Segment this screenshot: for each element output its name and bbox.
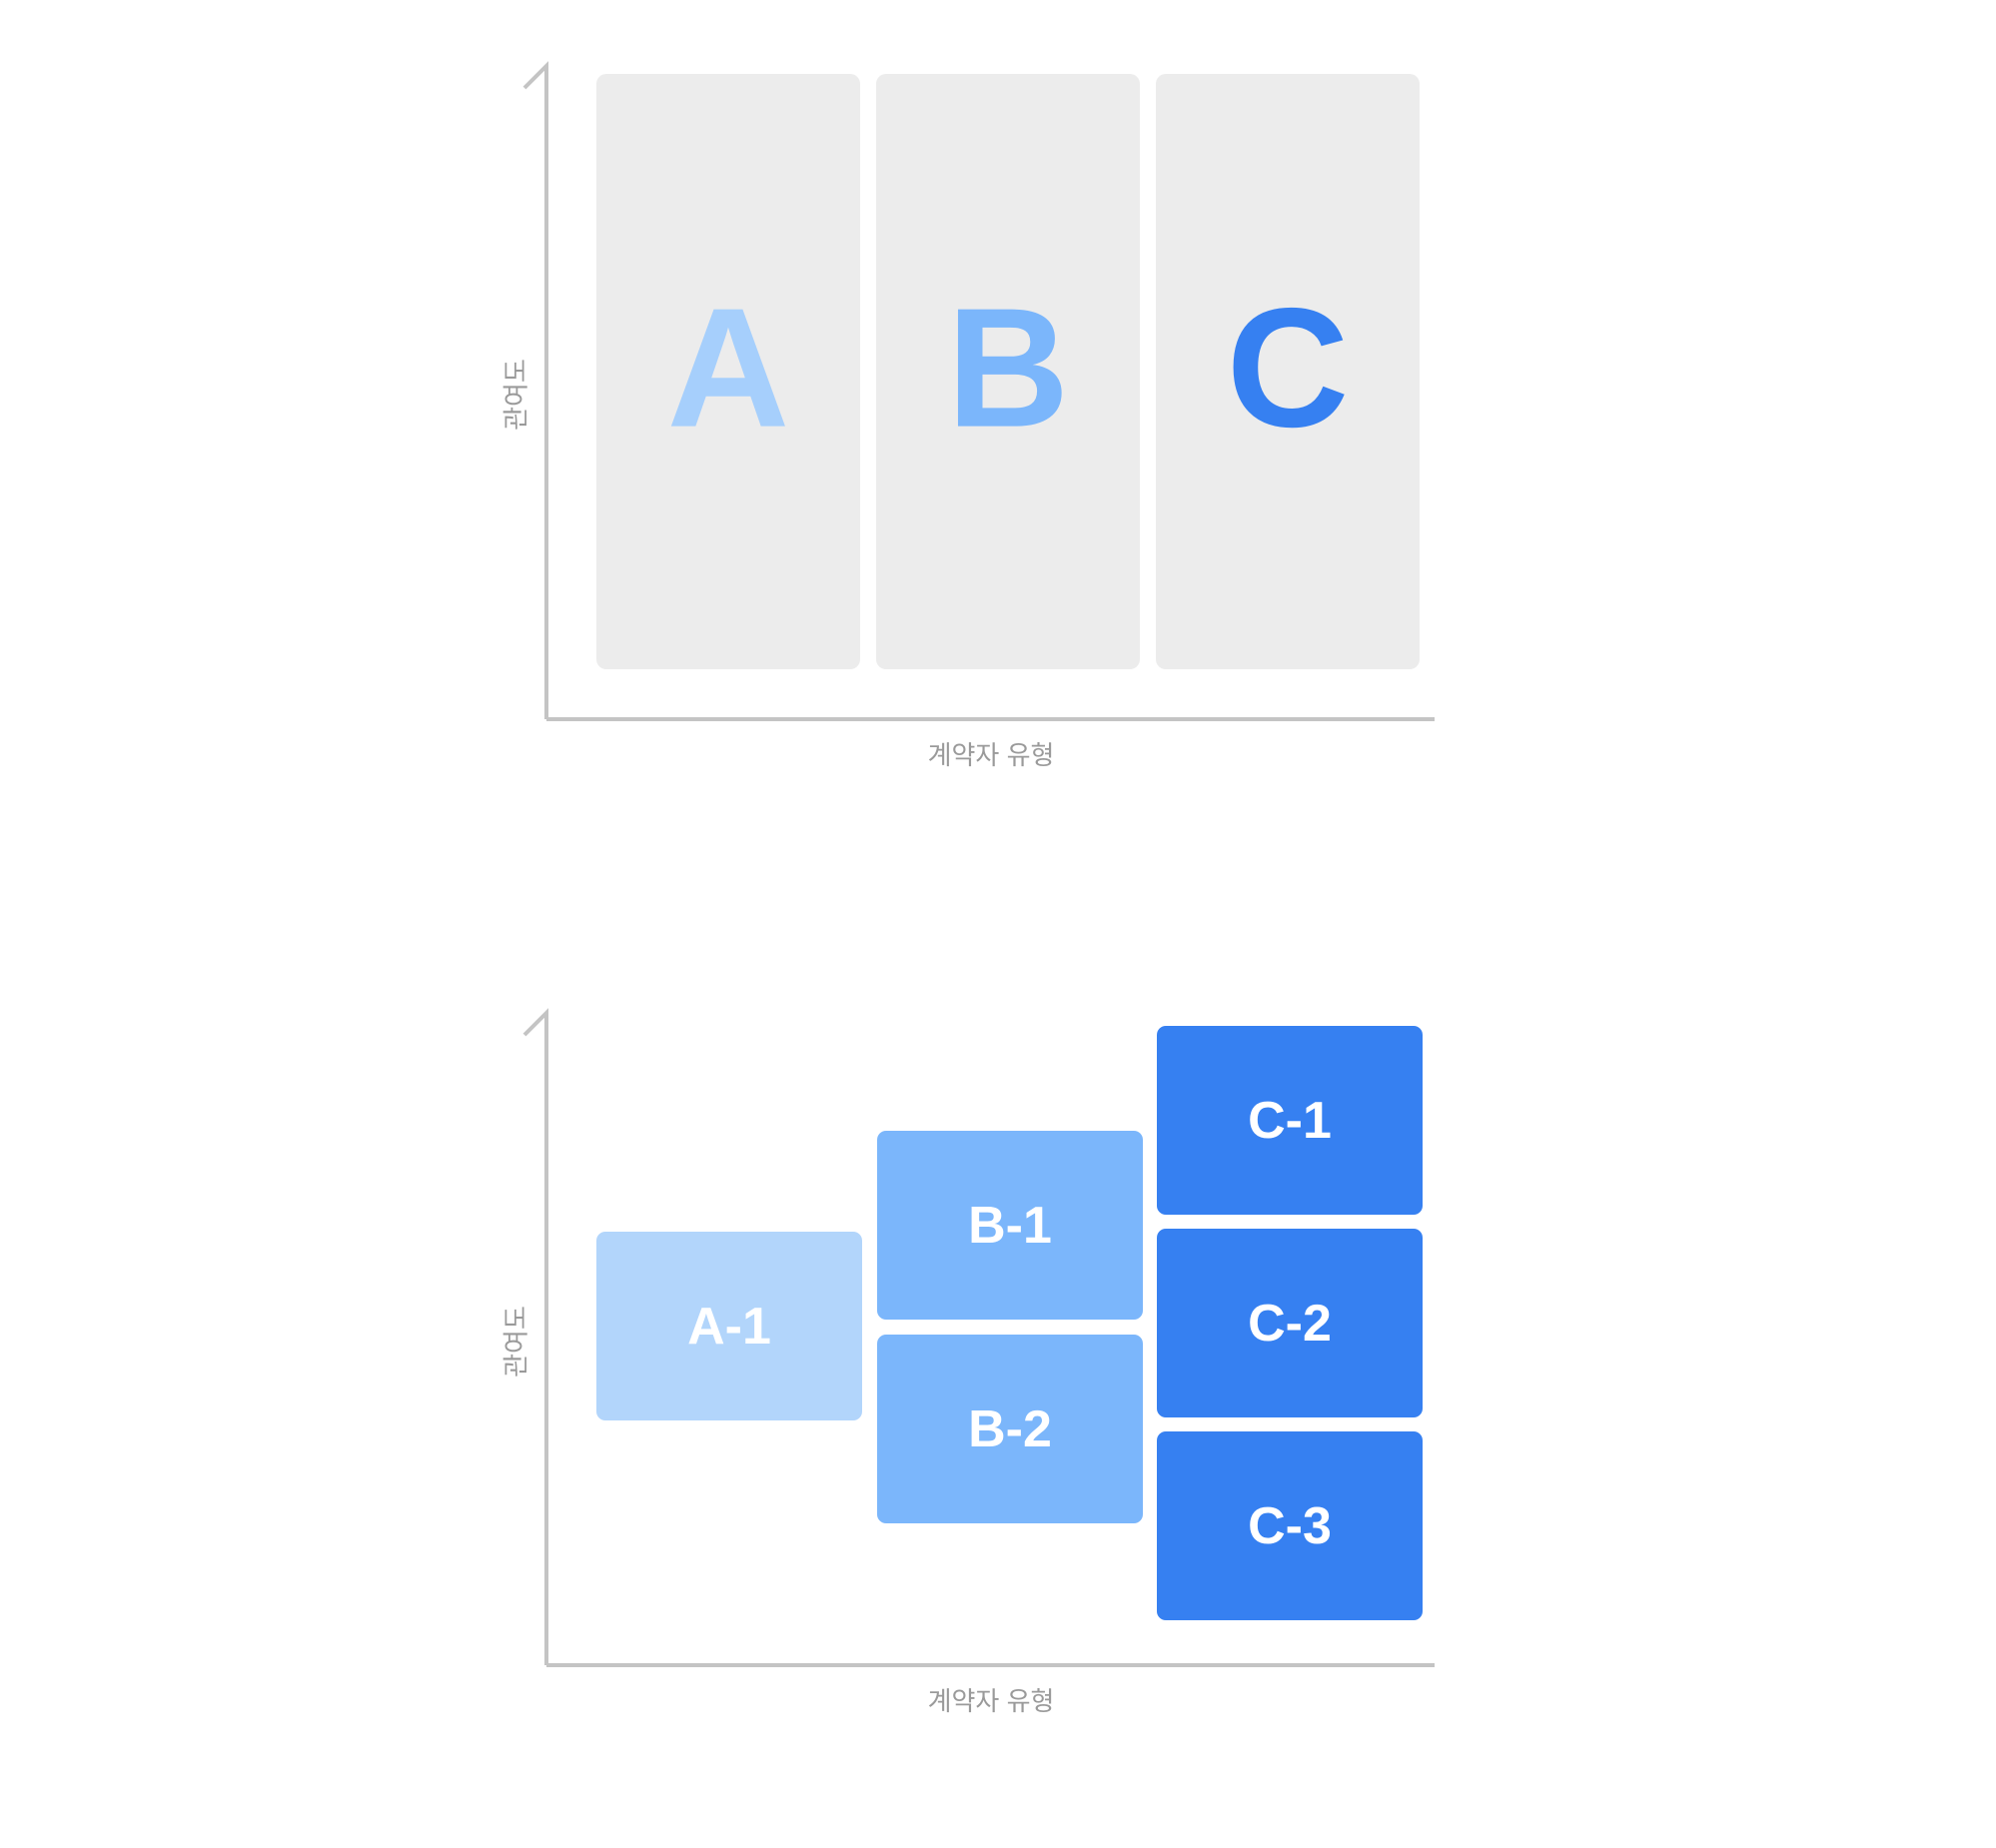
y-axis-line bbox=[522, 1008, 548, 1665]
box-a-1-label: A-1 bbox=[687, 1297, 771, 1356]
column-b: B bbox=[876, 74, 1140, 669]
column-c: C bbox=[1156, 74, 1420, 669]
column-b-letter: B bbox=[946, 273, 1070, 463]
bottom-diagram: A-1 B-1 B-2 C-1 C-2 C-3 계약자 유형 관여도 bbox=[0, 949, 1996, 1848]
bottom-axes bbox=[522, 1008, 1435, 1667]
y-axis-label: 관여도 bbox=[500, 1306, 531, 1378]
box-c-3-label: C-3 bbox=[1248, 1496, 1332, 1555]
y-axis-label: 관여도 bbox=[500, 359, 531, 431]
box-c-2: C-2 bbox=[1157, 1229, 1423, 1417]
y-axis-line bbox=[522, 61, 548, 719]
box-b-2: B-2 bbox=[877, 1335, 1143, 1523]
top-axes bbox=[522, 61, 1435, 721]
box-c-1: C-1 bbox=[1157, 1026, 1423, 1215]
box-b-1: B-1 bbox=[877, 1131, 1143, 1320]
column-a: A bbox=[596, 74, 860, 669]
box-c-3: C-3 bbox=[1157, 1431, 1423, 1620]
box-b-1-label: B-1 bbox=[968, 1196, 1052, 1255]
box-c-2-label: C-2 bbox=[1248, 1294, 1332, 1353]
box-a-1: A-1 bbox=[596, 1232, 862, 1420]
top-diagram: A B C 계약자 유형 관여도 bbox=[0, 0, 1996, 899]
box-c-1-label: C-1 bbox=[1248, 1091, 1332, 1150]
box-b-2-label: B-2 bbox=[968, 1399, 1052, 1458]
column-a-letter: A bbox=[666, 273, 790, 463]
x-axis-label: 계약자 유형 bbox=[927, 1686, 1055, 1716]
column-c-letter: C bbox=[1226, 273, 1350, 463]
x-axis-label: 계약자 유형 bbox=[927, 740, 1055, 770]
